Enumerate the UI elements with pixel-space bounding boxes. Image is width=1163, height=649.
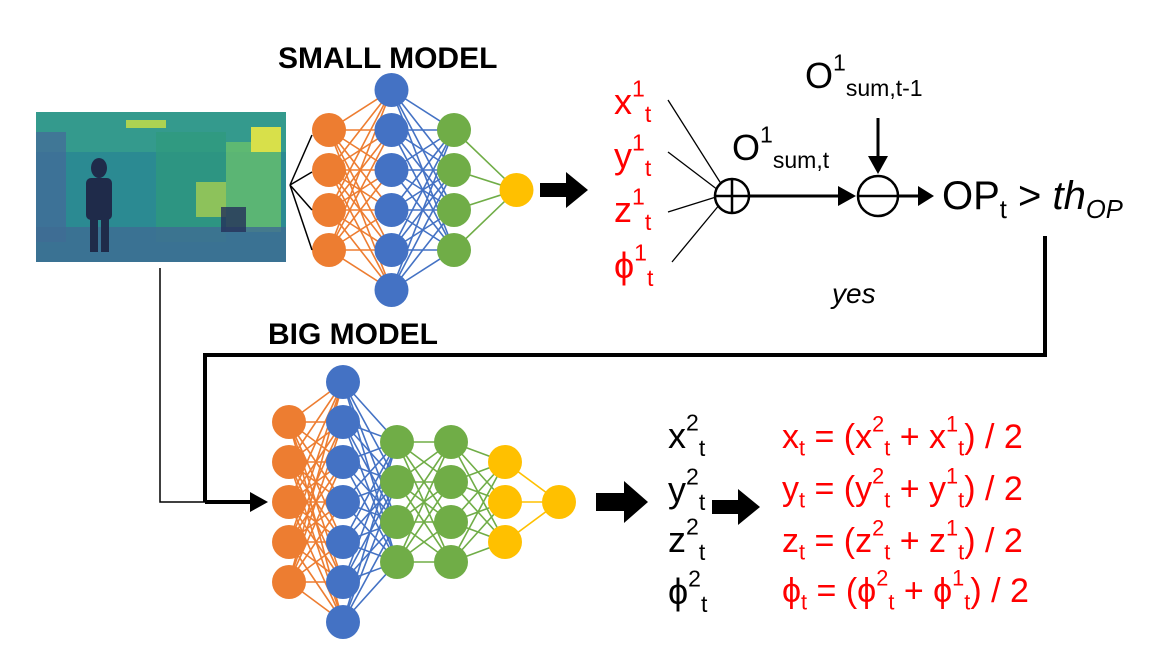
small-model-neuron-l1-3: [312, 193, 346, 227]
big-model-neuron-l1-1: [272, 405, 306, 439]
big-model-neuron-l3-1: [380, 425, 414, 459]
big-output-x: x2t: [668, 409, 706, 462]
big-output-phi: ϕ2t: [668, 565, 708, 618]
big-model-neuron-l2-3: [326, 445, 360, 479]
small-model-neuron-l2-6: [374, 273, 409, 307]
small-output-y: y1t: [614, 129, 652, 182]
big-model-neuron-l2-2: [326, 405, 360, 439]
big-model-neuron-l4-3: [434, 505, 468, 539]
small-output-phi: ϕ1t: [614, 239, 654, 292]
average-equation-phi: ϕt = (ϕ2t + ϕ1t) / 2: [782, 565, 1029, 615]
big-model-connection: [396, 441, 452, 563]
big-model-neuron-l4-4: [434, 545, 468, 579]
big-model-connection: [288, 381, 344, 503]
small-model-neuron-l1-1: [312, 113, 346, 147]
big-model-connection: [288, 461, 344, 583]
sum-to-diff-arrow: [749, 186, 856, 206]
yes-label: yes: [832, 278, 876, 309]
big-model-neuron-l1-2: [272, 445, 306, 479]
average-arrow-icon: [712, 489, 760, 525]
big-output-arrow-icon: [596, 481, 648, 523]
big-model-title: BIG MODEL: [268, 318, 438, 351]
small-model-connection: [328, 89, 393, 211]
big-model-neuron-l1-4: [272, 525, 306, 559]
small-output-z: z1t: [614, 183, 652, 236]
big-model-neuron-l2-1: [326, 365, 360, 399]
big-model-neuron-l4-1: [434, 425, 468, 459]
big-model-neuron-l3-3: [380, 505, 414, 539]
small-model-neuron-l2-2: [374, 113, 409, 147]
big-model-neuron-l2-5: [326, 525, 360, 559]
small-model-neuron-l1-4: [312, 233, 346, 267]
big-model-network: [272, 365, 576, 639]
big-model-neuron-l3-2: [380, 465, 414, 499]
big-model-neuron-l6-1: [542, 485, 576, 519]
small-model-neuron-l4-1: [499, 173, 534, 207]
small-model-neuron-l2-4: [374, 193, 409, 227]
big-model-connection: [450, 461, 506, 563]
yes-feedback-path: [203, 236, 1047, 502]
diff-to-op-arrow: [898, 186, 934, 206]
average-equation-x: xt = (x2t + x1t) / 2: [782, 411, 1023, 461]
big-model-neuron-l5-3: [488, 525, 522, 559]
average-equation-y: yt = (y2t + y1t) / 2: [782, 463, 1023, 513]
small-model-connection: [390, 169, 455, 291]
small-output-arrow-icon: [540, 172, 588, 208]
big-output-z: z2t: [668, 513, 706, 566]
small-model-neuron-l3-1: [437, 113, 471, 147]
circle-plus-icon: [713, 177, 751, 215]
big-model-connection: [342, 441, 398, 583]
input-fan-lines: [289, 134, 313, 251]
input-image-scene: [36, 112, 286, 262]
small-model-connection: [390, 129, 455, 251]
small-model-neuron-l2-1: [374, 73, 409, 107]
small-model-neuron-l3-4: [437, 233, 471, 267]
big-model-connection: [342, 441, 398, 543]
small-model-neuron-l1-2: [312, 153, 346, 187]
small-output-x: x1t: [614, 75, 652, 128]
big-output-y: y2t: [668, 463, 706, 516]
big-model-neuron-l5-2: [488, 485, 522, 519]
sum-current-label: O1sum,t: [732, 121, 830, 174]
big-model-connection: [342, 521, 398, 623]
big-model-input-arrow-icon: [250, 492, 268, 512]
big-model-neuron-l5-1: [488, 445, 522, 479]
op-threshold-label: OPt > thOP: [942, 174, 1123, 224]
big-model-neuron-l2-7: [326, 605, 360, 639]
small-model-neuron-l2-5: [374, 233, 409, 267]
small-model-connection: [328, 129, 393, 251]
sum-input-lines: [667, 99, 726, 263]
big-model-neuron-l1-5: [272, 565, 306, 599]
previous-sum-arrow: [868, 118, 888, 174]
big-model-connection: [342, 481, 398, 623]
big-model-neuron-l1-3: [272, 485, 306, 519]
small-model-neuron-l3-3: [437, 193, 471, 227]
small-model-neuron-l3-2: [437, 153, 471, 187]
sum-previous-label: O1sum,t-1: [805, 49, 923, 102]
big-model-neuron-l4-2: [434, 465, 468, 499]
small-model-network: [312, 73, 534, 307]
small-model-title: SMALL MODEL: [278, 42, 498, 75]
big-model-neuron-l2-6: [326, 565, 360, 599]
average-equation-z: zt = (z2t + z1t) / 2: [782, 515, 1023, 565]
circle-minus-icon: [856, 174, 900, 218]
big-model-neuron-l3-4: [380, 545, 414, 579]
input-image: [36, 112, 286, 262]
small-model-neuron-l2-3: [374, 153, 409, 187]
big-model-neuron-l2-4: [326, 485, 360, 519]
